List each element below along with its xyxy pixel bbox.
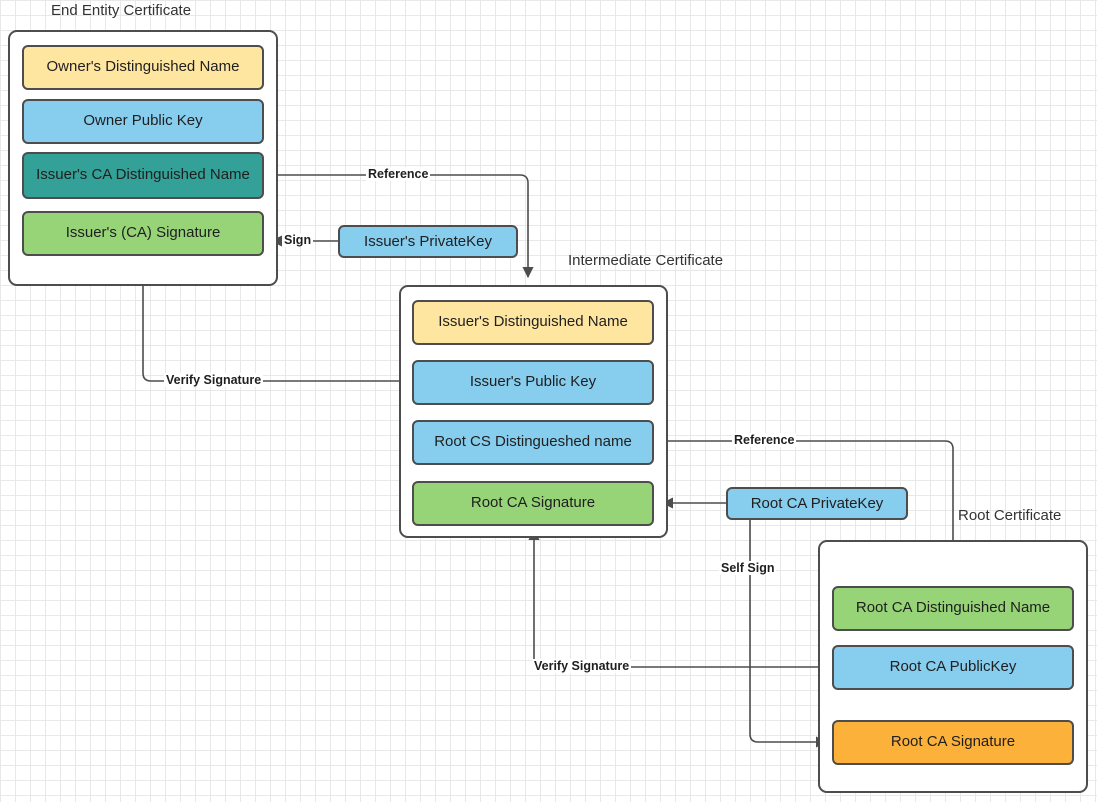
field-root-ca-signature-intermediate[interactable]: Root CA Signature	[412, 481, 654, 526]
edge-root-self-sign	[749, 518, 828, 748]
cert-title-end-entity: End Entity Certificate	[51, 2, 192, 19]
edge-label-ee-sign: Sign	[282, 233, 314, 247]
field-owner-distinguished-name[interactable]: Owner's Distinguished Name	[22, 45, 264, 90]
edge-label-root-self-sign: Self Sign	[719, 561, 777, 575]
edge-label-int-reference: Reference	[732, 433, 797, 447]
field-issuer-ca-distinguished-name[interactable]: Issuer's CA Distinguished Name	[22, 152, 264, 199]
field-root-ca-signature-root[interactable]: Root CA Signature	[832, 720, 1074, 765]
edge-int-verify	[528, 528, 832, 668]
key-issuer-private-key[interactable]: Issuer's PrivateKey	[338, 225, 518, 258]
field-root-ca-public-key[interactable]: Root CA PublicKey	[832, 645, 1074, 690]
field-owner-public-key[interactable]: Owner Public Key	[22, 99, 264, 144]
cert-title-intermediate: Intermediate Certificate	[568, 252, 724, 269]
edge-label-ee-reference: Reference	[366, 167, 431, 181]
field-issuer-ca-signature[interactable]: Issuer's (CA) Signature	[22, 211, 264, 256]
edge-label-int-verify: Verify Signature	[532, 659, 632, 673]
field-root-ca-distinguished-name[interactable]: Root CA Distinguished Name	[832, 586, 1074, 631]
key-root-ca-private-key[interactable]: Root CA PrivateKey	[726, 487, 908, 520]
cert-title-root: Root Certificate	[958, 507, 1062, 524]
field-issuer-public-key[interactable]: Issuer's Public Key	[412, 360, 654, 405]
edge-label-ee-verify: Verify Signature	[164, 373, 264, 387]
field-issuer-distinguished-name[interactable]: Issuer's Distinguished Name	[412, 300, 654, 345]
field-root-cs-distingueshed-name[interactable]: Root CS Distingueshed name	[412, 420, 654, 465]
